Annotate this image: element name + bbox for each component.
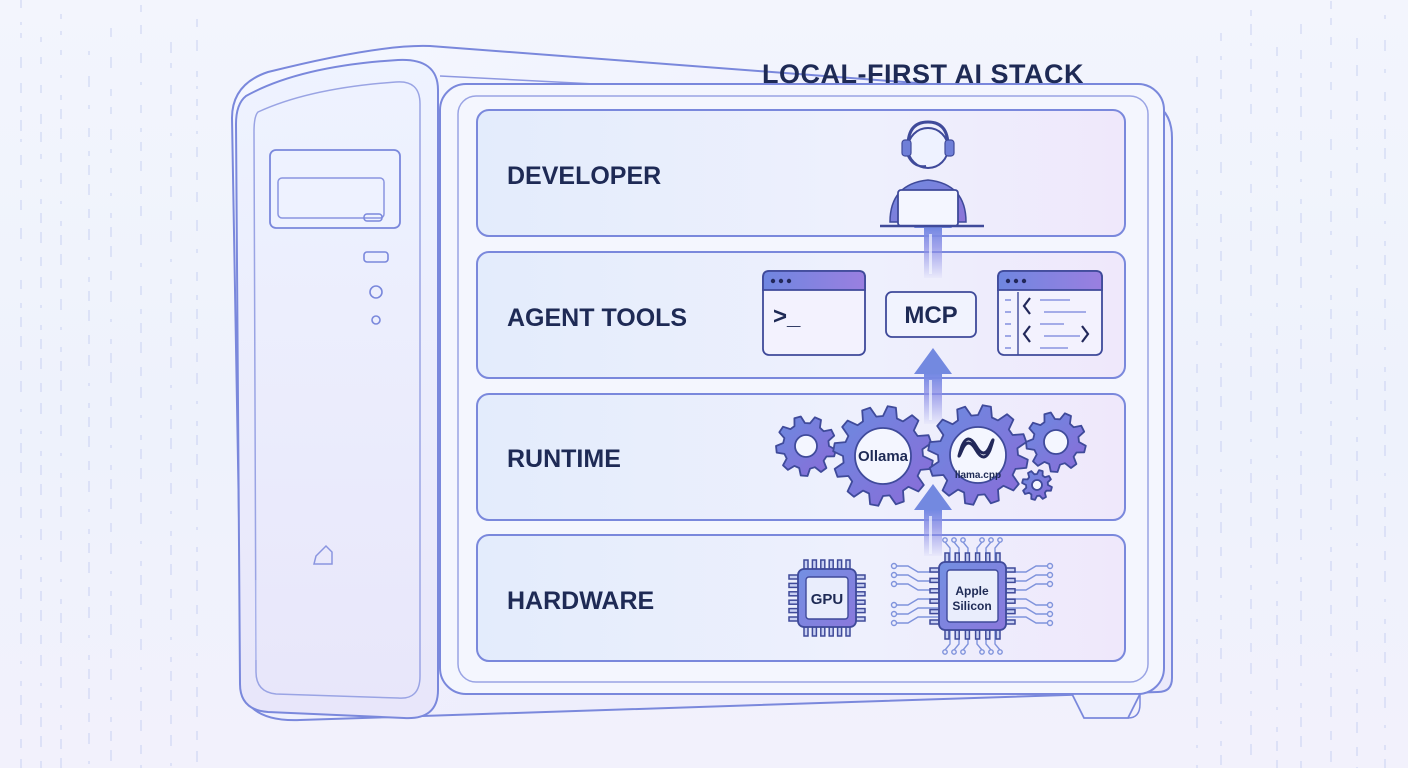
ollama-gear-icon bbox=[832, 405, 934, 507]
ollama-label: Ollama bbox=[858, 448, 909, 465]
terminal-window-icon: >_ bbox=[762, 270, 866, 356]
gear-icon bbox=[1025, 411, 1087, 473]
mcp-label: MCP bbox=[904, 302, 957, 329]
gpu-chip-icon bbox=[788, 559, 866, 637]
background-data-pattern bbox=[20, 0, 1386, 768]
apple-silicon-label-line-1: Apple bbox=[955, 584, 989, 598]
gpu-label: GPU bbox=[811, 591, 844, 608]
code-editor-window-icon bbox=[997, 270, 1103, 356]
apple-silicon-label-line-2: Silicon bbox=[952, 599, 991, 613]
diagram-title: LOCAL-FIRST AI STACK bbox=[762, 59, 1084, 89]
gear-icon bbox=[775, 415, 837, 477]
mcp-badge: MCP bbox=[885, 291, 977, 338]
layer-label-developer: DEVELOPER bbox=[507, 162, 661, 190]
circuit-traces bbox=[890, 537, 1054, 655]
llama-cpp-logo-icon bbox=[957, 437, 995, 459]
hardware-chips bbox=[788, 537, 1054, 655]
llama-cpp-label: llama.cpp bbox=[955, 470, 1001, 481]
layer-label-hardware: HARDWARE bbox=[507, 587, 654, 615]
gear-icon bbox=[1021, 469, 1053, 501]
layer-label-agent-tools: AGENT TOOLS bbox=[507, 304, 687, 332]
apple-silicon-chip-icon bbox=[929, 552, 1016, 640]
arrow-up-icon bbox=[914, 348, 952, 424]
terminal-prompt: >_ bbox=[773, 303, 801, 330]
arrow-up-icon bbox=[914, 484, 952, 556]
layer-developer: DEVELOPER bbox=[476, 109, 1126, 237]
layer-label-runtime: RUNTIME bbox=[507, 445, 621, 473]
developer-headset-icon bbox=[880, 120, 984, 228]
